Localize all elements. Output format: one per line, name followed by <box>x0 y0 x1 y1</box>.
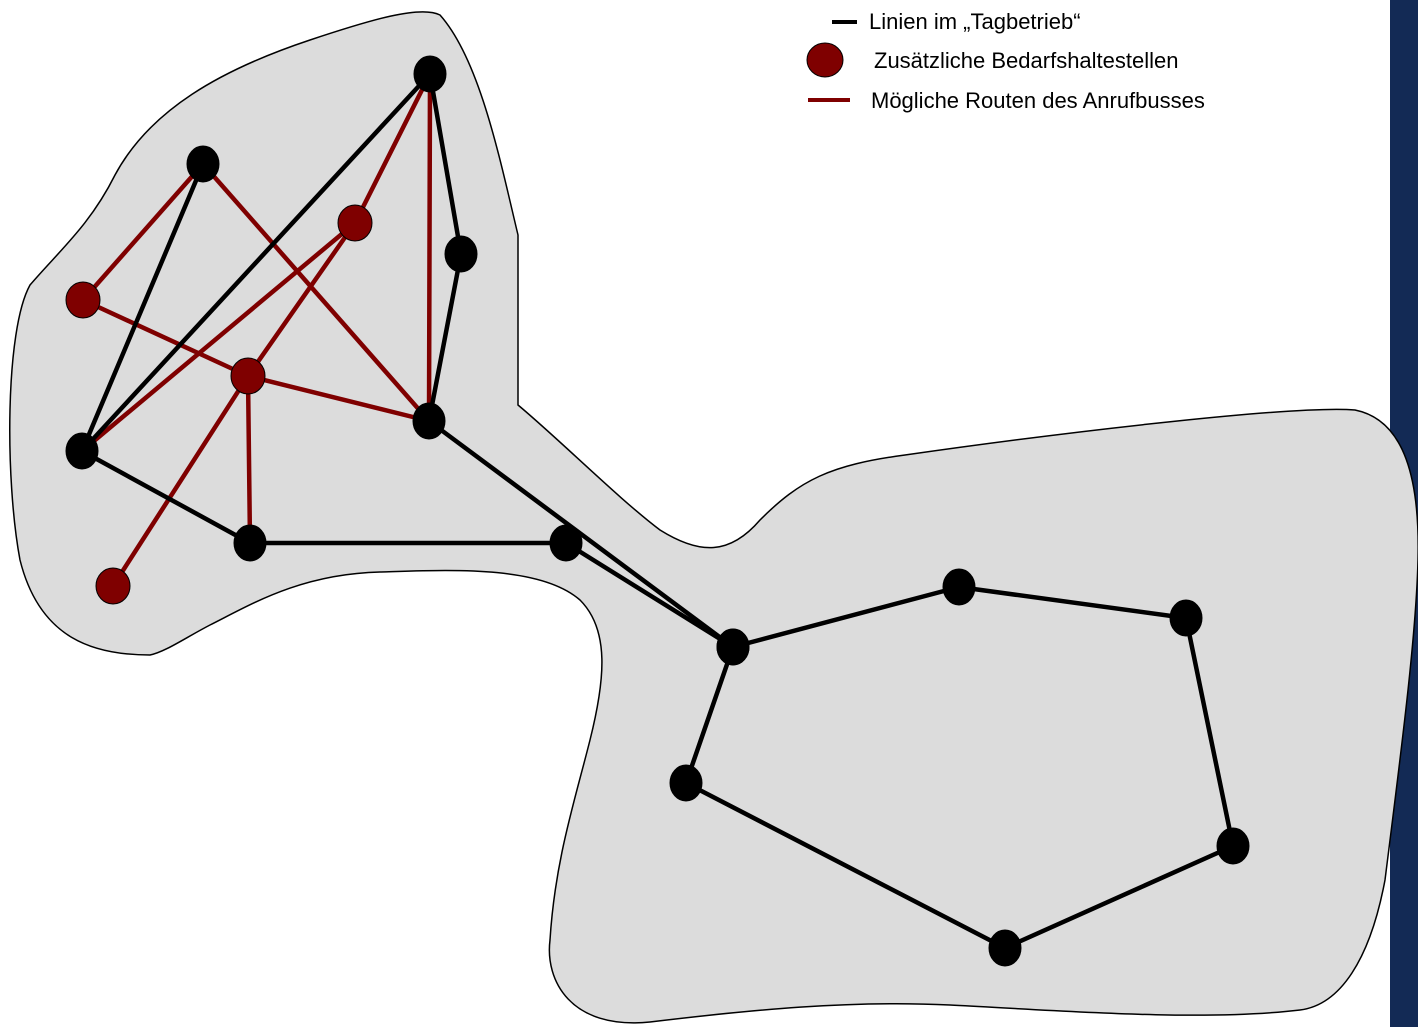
demand-routes <box>79 71 433 589</box>
stop-J <box>942 568 976 606</box>
demand-route-C-R3 <box>352 71 433 226</box>
day-line-M-N <box>683 780 1008 951</box>
day-line-J-K <box>956 584 1189 621</box>
day-line-D-F <box>426 251 464 424</box>
day-line-L-M <box>1002 843 1236 951</box>
demand-route-R2-R4 <box>110 373 251 589</box>
demand-stop-R1 <box>65 281 101 319</box>
stop-D <box>444 235 478 273</box>
demand-stop-R3 <box>337 204 373 242</box>
demand-route-R3-B <box>79 220 358 454</box>
demand-route-R2-E <box>245 373 253 546</box>
stop-K <box>1169 599 1203 637</box>
service-area <box>9 11 1418 1024</box>
day-line-N-I <box>683 644 736 786</box>
stop-E <box>233 524 267 562</box>
legend-lines-label: Linien im „Tagbetrieb“ <box>869 9 1081 34</box>
stop-A <box>186 145 220 183</box>
legend-routes-label: Mögliche Routen des Anrufbusses <box>871 88 1205 113</box>
legend-stops-label: Zusätzliche Bedarfshaltestellen <box>874 48 1179 73</box>
demand-route-R1-R2 <box>80 297 251 379</box>
stop-I <box>716 628 750 666</box>
stop-F <box>412 402 446 440</box>
demand-route-A-R1 <box>80 161 206 303</box>
demand-route-A-F <box>200 161 432 424</box>
demand-stop-R2 <box>230 357 266 395</box>
stop-C <box>413 55 447 93</box>
day-line-H-F <box>426 418 736 650</box>
demand-route-R2-F <box>245 373 432 424</box>
day-line-I-J <box>730 584 962 650</box>
day-line-C-D <box>427 71 464 257</box>
day-line-A-B <box>79 161 206 454</box>
stop-G <box>549 524 583 562</box>
day-line-B-C <box>79 71 433 454</box>
stop-L <box>1216 827 1250 865</box>
day-line-G-H <box>563 540 736 650</box>
stop-B <box>65 432 99 470</box>
stops <box>65 55 1250 967</box>
day-line-B-E <box>79 448 253 546</box>
demand-route-R2-R3 <box>245 220 358 379</box>
stop-M <box>988 929 1022 967</box>
demand-route-C-F <box>426 71 433 424</box>
stop-N <box>669 764 703 802</box>
demand-stop-R4 <box>95 567 131 605</box>
legend: Linien im „Tagbetrieb“ Zusätzliche Bedar… <box>806 9 1205 113</box>
day-line-K-L <box>1183 615 1236 849</box>
day-lines <box>79 71 1236 951</box>
legend-demand-stop-swatch <box>806 42 844 78</box>
